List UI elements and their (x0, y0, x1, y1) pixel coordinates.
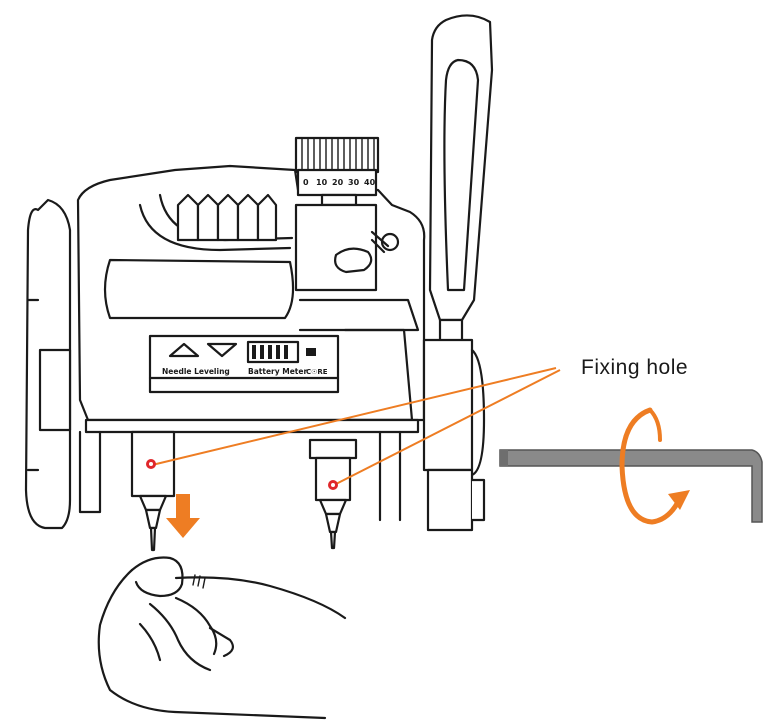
dial-scale-30: 30 (348, 178, 360, 187)
battery-meter-label: Battery Meter (248, 367, 307, 376)
callout-lines (151, 367, 561, 486)
hex-key-wrench (499, 449, 763, 523)
needle-leveling-label: Needle Leveling (162, 367, 230, 376)
needle-holder-left (130, 430, 176, 552)
dial-scale-20: 20 (332, 178, 344, 187)
hand-illustration (97, 556, 347, 720)
rotation-arrow-icon (619, 407, 681, 525)
panel-code-label: C☉RE (306, 368, 328, 376)
grip-ribs (176, 193, 278, 242)
lever-handle (422, 14, 494, 532)
dial-scale-0: 0 (303, 178, 309, 187)
leveling-down-icon (206, 342, 238, 358)
fixing-hole-label: Fixing hole (581, 356, 689, 379)
leveling-up-icon (168, 342, 200, 358)
adjustment-knob (294, 136, 400, 292)
dial-scale-10: 10 (316, 178, 328, 187)
dial-scale-40: 40 (364, 178, 376, 187)
arrow-down-icon (166, 494, 200, 538)
needle-holder-right (308, 438, 358, 550)
